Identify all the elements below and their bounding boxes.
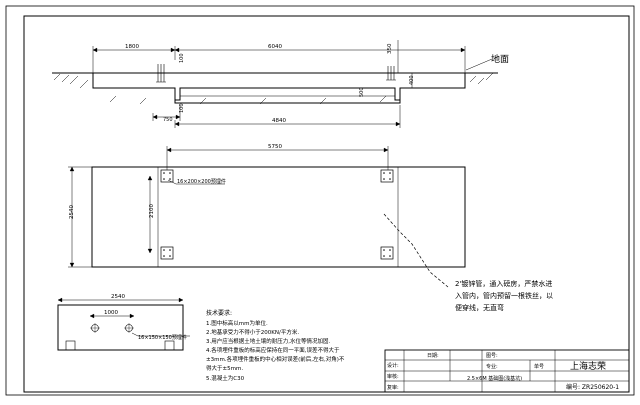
tech-note-line-5: ±3mm.各项埋件重板的中心相对误差(前后,左右,对角)不 (206, 355, 345, 363)
dim-width-inner-label: 2100 (149, 204, 155, 218)
dim-bottom-small-label: 100 (179, 103, 185, 113)
pipe-note-line-3: 便穿线，无直弯 (455, 303, 504, 312)
dim-pit-depth-label: 500 (359, 87, 365, 97)
tech-notes-title: 技术要求: (206, 309, 232, 317)
side-view: 2540 1000 16×150×150预埋件 (57, 294, 190, 351)
tech-notes: 技术要求: 1.图中标高以mm为单位. 2.地基承受力不得小于200KN/平方米… (206, 309, 345, 382)
tb-check-label: 审核: (387, 373, 399, 380)
side-embed-label: 16×150×150预埋件 (138, 334, 187, 341)
tech-note-line-6: 得大于±5mm. (206, 364, 243, 372)
pipe-note-line-1: 2'镀锌管，通入磅房，严禁水进 (455, 279, 552, 288)
ground-label: 地面 (491, 53, 509, 65)
dim-length-label: 5750 (268, 144, 282, 150)
tech-note-line-3: 3.用户应当根据土地土壤的耐压力,水位等情况加固. (206, 337, 330, 345)
pit-bottom (174, 100, 401, 104)
tb-review-label: 复审: (387, 384, 399, 391)
section-view: 1800 6040 350 100 400 500 100 750 4840 地… (52, 40, 509, 128)
side-dim-width-label: 2540 (111, 294, 125, 300)
tb-qty-label: 单号 (534, 363, 544, 370)
dim-main-label: 6040 (268, 44, 282, 50)
foundation-top-profile (92, 73, 466, 101)
side-embed-left (65, 340, 76, 351)
side-embed-right (164, 340, 175, 351)
embed-leader (167, 179, 225, 185)
title-block: 设计: 日期: 图号: 审核: 专业: 单号 复审: 2.5×6M 基础图(浅基… (384, 349, 630, 393)
tb-design-label: 设计: (387, 362, 399, 369)
tech-note-line-4: 4.各项埋件重板的标高应保持在同一平面,误差不得大于 (206, 346, 340, 354)
dim-bottom-750-label: 750 (163, 117, 173, 123)
side-dim-inner-label: 1000 (104, 310, 118, 316)
pit-inner (179, 88, 396, 97)
dim-right-step-label: 400 (409, 75, 415, 85)
pipe-note-line-2: 入管内，管内预留一根铁丝，以 (455, 291, 553, 300)
dim-left-label: 1800 (125, 44, 139, 50)
tb-drawing-name: 2.5×6M 基础图(浅基坑) (467, 375, 522, 382)
ground-hatch (53, 72, 494, 105)
dim-line-top (92, 46, 466, 73)
outer-frame (5, 5, 635, 396)
tb-code-label: 编号: ZR250620-1 (566, 383, 619, 391)
tech-note-line-7: 5.混凝土为C30 (206, 374, 245, 382)
plan-view: 5750 2540 2100 16×200×200预埋件 2'镀锌管，通入磅房，… (68, 144, 553, 312)
dim-width-outer-label: 2540 (69, 205, 75, 219)
ground-leader (465, 58, 493, 71)
dim-depth-label: 100 (179, 53, 185, 63)
embed-plates (160, 169, 394, 260)
tb-date-label: 日期: (427, 353, 439, 359)
dim-bottom-4840-label: 4840 (272, 118, 286, 124)
embed-plate-dots (163, 172, 391, 257)
dim-right-top-label: 350 (387, 43, 393, 54)
tb-company: 上海志荣 (570, 360, 606, 372)
tech-note-line-1: 1.图中标高以mm为单位. (206, 319, 268, 327)
plan-embed-label: 16×200×200预埋件 (177, 178, 226, 185)
tb-drawing-no-label: 图号: (486, 353, 498, 359)
side-outline (57, 304, 184, 351)
plan-outline (91, 166, 466, 268)
galvanized-pipe (383, 213, 449, 288)
inner-frame (23, 15, 630, 393)
embed-anchor-right (386, 66, 396, 81)
tb-spec-label: 专业: (486, 363, 498, 370)
tech-note-line-2: 2.地基承受力不得小于200KN/平方米. (206, 328, 299, 336)
embed-anchor-left (156, 64, 166, 83)
